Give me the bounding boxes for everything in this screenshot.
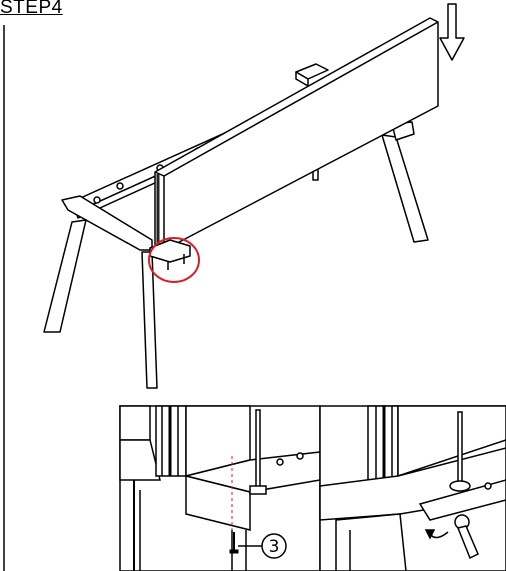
screw-icon	[229, 532, 239, 554]
leg-back-left	[141, 251, 158, 389]
down-arrow-icon	[439, 3, 465, 61]
highlight-circle	[148, 237, 200, 283]
detail-panel-wrench	[319, 405, 506, 571]
detail-panel-screw: 3	[119, 405, 321, 571]
callout-circle	[261, 533, 287, 559]
callout-number: 3	[269, 537, 280, 557]
rotate-arrow-icon	[424, 529, 449, 540]
leg-front-right	[381, 134, 429, 243]
step-label: STEP4	[0, 0, 63, 18]
wrench-icon	[454, 514, 479, 560]
leg-front-left	[43, 219, 87, 333]
desk-illustration	[43, 17, 439, 389]
